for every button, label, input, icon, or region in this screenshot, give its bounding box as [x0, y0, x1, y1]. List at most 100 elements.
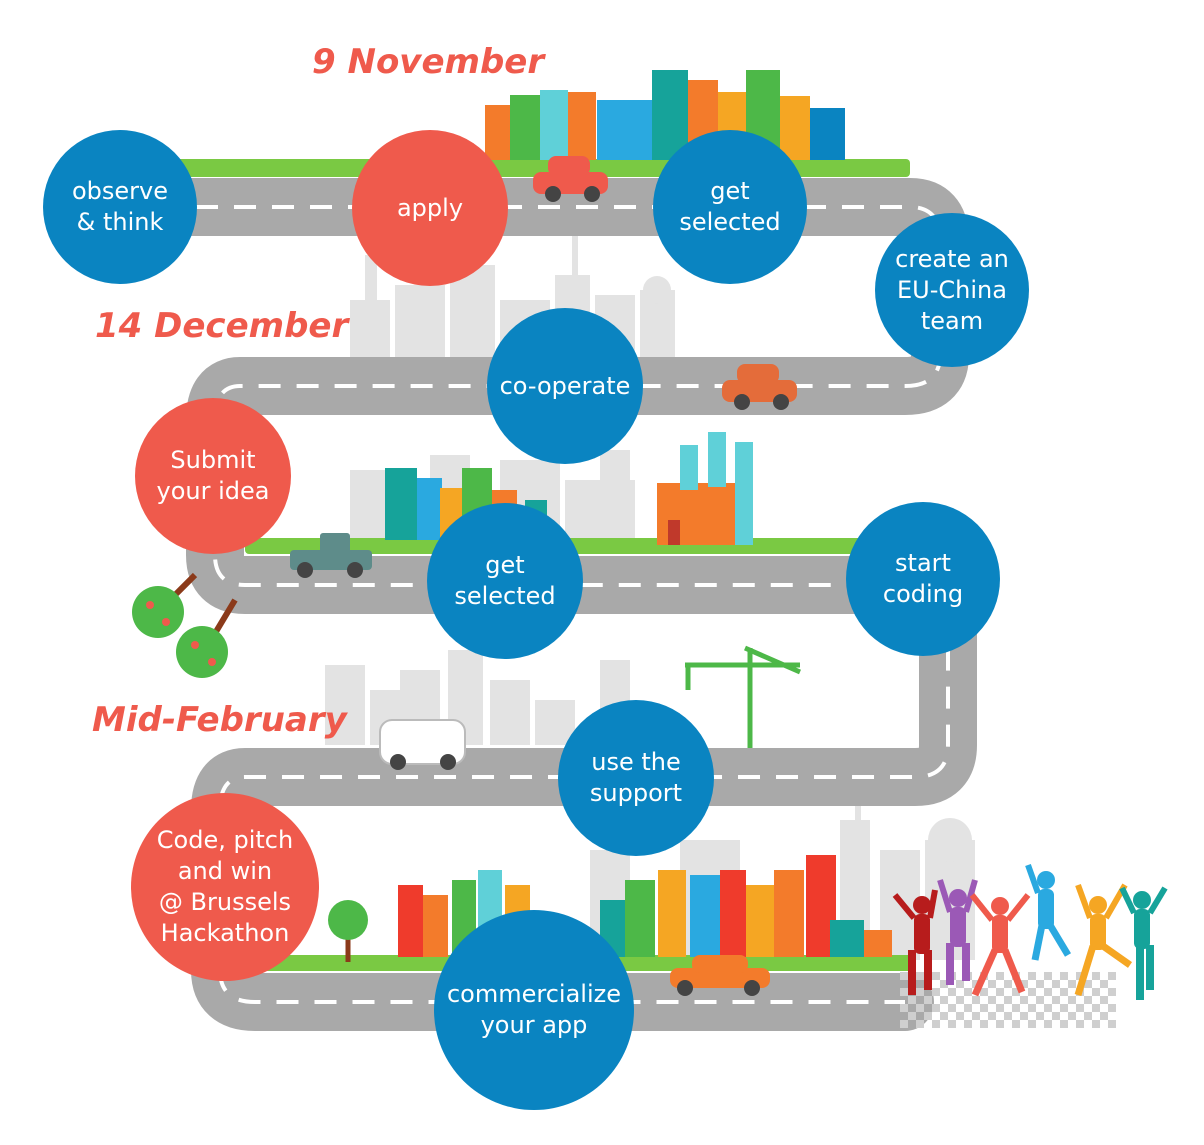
checker-square	[1108, 1004, 1116, 1012]
step-label: use the support	[589, 748, 683, 807]
checker-square	[980, 988, 988, 996]
checker-square	[1076, 1020, 1084, 1028]
checker-square	[972, 980, 980, 988]
checker-square	[1044, 1020, 1052, 1028]
checker-square	[956, 996, 964, 1004]
step-submit-idea: Submit your idea	[135, 398, 291, 554]
car-1	[533, 156, 608, 202]
step-label: apply	[396, 193, 464, 222]
checker-square	[1060, 1004, 1068, 1012]
checker-square	[988, 980, 996, 988]
checker-square	[1012, 1004, 1020, 1012]
checker-square	[900, 988, 908, 996]
crane	[685, 645, 801, 748]
city-bottom	[398, 855, 892, 957]
checker-square	[900, 1020, 908, 1028]
checker-square	[1068, 980, 1076, 988]
checker-square	[916, 972, 924, 980]
checker-square	[1108, 1020, 1116, 1028]
checker-square	[932, 972, 940, 980]
checker-square	[1004, 980, 1012, 988]
checker-square	[1028, 972, 1036, 980]
checker-square	[988, 1012, 996, 1020]
trees	[132, 572, 368, 962]
checker-square	[1012, 1020, 1020, 1028]
checker-square	[964, 1004, 972, 1012]
checker-square	[1044, 972, 1052, 980]
step-label: commercialize your app	[446, 980, 621, 1039]
checker-square	[948, 1004, 956, 1012]
checker-square	[932, 1004, 940, 1012]
checker-square	[996, 1020, 1004, 1028]
checker-square	[1028, 1004, 1036, 1012]
step-code-pitch-win: Code, pitch and win @ Brussels Hackathon	[131, 793, 319, 981]
checker-square	[1036, 980, 1044, 988]
car-4	[379, 719, 466, 770]
checker-square	[1092, 1020, 1100, 1028]
checker-square	[980, 1004, 988, 1012]
checker-square	[1044, 988, 1052, 996]
checker-square	[1076, 972, 1084, 980]
step-get-selected-1: get selected	[653, 130, 807, 284]
step-label: get selected	[454, 551, 556, 610]
step-create-team: create an EU-China team	[875, 213, 1029, 367]
checker-square	[924, 1012, 932, 1020]
step-label: start coding	[882, 549, 964, 608]
checker-square	[1052, 996, 1060, 1004]
finish-checkered-flag	[900, 972, 1116, 1028]
step-start-coding: start coding	[846, 502, 1000, 656]
checker-square	[996, 972, 1004, 980]
checker-square	[956, 980, 964, 988]
checker-square	[972, 1012, 980, 1020]
step-co-operate: co-operate	[487, 308, 643, 464]
date-label-december: 14 December	[95, 306, 349, 346]
checker-square	[972, 996, 980, 1004]
checker-square	[1036, 1012, 1044, 1020]
step-get-selected-2: get selected	[427, 503, 583, 659]
checker-square	[1036, 996, 1044, 1004]
checker-square	[932, 1020, 940, 1028]
checker-square	[1084, 996, 1092, 1004]
checker-square	[1052, 1012, 1060, 1020]
checker-square	[908, 1012, 916, 1020]
step-label: observe & think	[71, 177, 169, 236]
car-2	[722, 364, 797, 410]
checker-square	[1004, 1012, 1012, 1020]
checker-square	[932, 988, 940, 996]
checker-square	[900, 1004, 908, 1012]
checker-square	[1084, 1012, 1092, 1020]
step-label: get selected	[679, 177, 781, 236]
checker-square	[1068, 1012, 1076, 1020]
checker-square	[996, 988, 1004, 996]
checker-square	[996, 1004, 1004, 1012]
car-3	[290, 533, 372, 578]
checker-square	[940, 1012, 948, 1020]
step-label: Submit your idea	[156, 446, 270, 505]
checker-square	[948, 988, 956, 996]
checker-square	[1020, 996, 1028, 1004]
checker-square	[948, 1020, 956, 1028]
checker-square	[940, 980, 948, 988]
checker-square	[980, 1020, 988, 1028]
step-observe-think: observe & think	[43, 130, 197, 284]
city-top	[485, 70, 845, 160]
checker-square	[1004, 996, 1012, 1004]
checker-square	[1100, 996, 1108, 1004]
checker-square	[1092, 972, 1100, 980]
checker-square	[916, 988, 924, 996]
checker-square	[1068, 996, 1076, 1004]
checker-square	[1044, 1004, 1052, 1012]
checker-square	[916, 1020, 924, 1028]
checker-square	[964, 1020, 972, 1028]
checker-square	[1076, 1004, 1084, 1012]
checker-square	[956, 1012, 964, 1020]
checker-square	[940, 996, 948, 1004]
checker-square	[964, 988, 972, 996]
checker-square	[1092, 988, 1100, 996]
checker-square	[1092, 1004, 1100, 1012]
checker-square	[900, 972, 908, 980]
checker-square	[1020, 980, 1028, 988]
checker-square	[908, 996, 916, 1004]
checker-square	[1100, 1012, 1108, 1020]
step-apply: apply	[352, 130, 508, 286]
